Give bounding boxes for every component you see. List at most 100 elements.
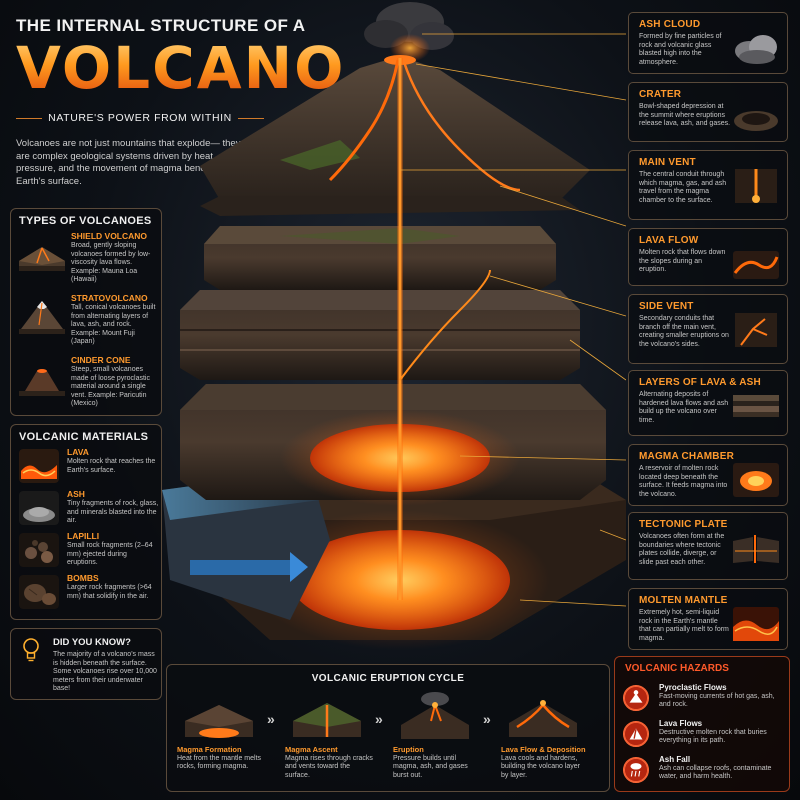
callout-tectonic-plate: TECTONIC PLATE Volcanoes often form at t… bbox=[628, 512, 788, 580]
material-name: ASH bbox=[67, 489, 85, 499]
layers-image bbox=[733, 395, 779, 417]
hazards-panel: VOLCANIC HAZARDS Pyroclastic Flows Fast-… bbox=[614, 656, 790, 792]
material-name: BOMBS bbox=[67, 573, 99, 583]
type-name: CINDER CONE bbox=[71, 355, 131, 365]
eruption-cycle-panel: VOLCANIC ERUPTION CYCLE Magma Formation … bbox=[166, 664, 610, 792]
stratovolcano-image bbox=[19, 301, 65, 334]
callout-name: LAYERS OF LAVA & ASH bbox=[639, 377, 761, 388]
callout-lava-flow: LAVA FLOW Molten rock that flows down th… bbox=[628, 228, 788, 286]
main-vent-image bbox=[735, 169, 777, 203]
ash-cloud-image bbox=[735, 35, 777, 64]
hazard-name: Ash Fall bbox=[659, 755, 691, 764]
bombs-image bbox=[19, 575, 59, 609]
callout-desc: Volcanoes often form at the boundaries w… bbox=[639, 533, 725, 566]
chevron-right-icon: » bbox=[375, 711, 383, 727]
material-desc: Tiny fragments of rock, glass, and miner… bbox=[67, 500, 159, 524]
stage-name: Eruption bbox=[393, 745, 424, 754]
volcano-cone bbox=[200, 55, 590, 216]
hazard-desc: Fast-moving currents of hot gas, ash, an… bbox=[659, 693, 775, 709]
magma-formation-image bbox=[185, 705, 253, 738]
callout-desc: Extremely hot, semi-liquid rock in the E… bbox=[639, 609, 729, 642]
subtitle: NATURE'S POWER FROM WITHIN bbox=[16, 112, 264, 124]
type-desc: Tall, conical volcanoes built from alter… bbox=[71, 304, 156, 345]
chevron-right-icon: » bbox=[483, 711, 491, 727]
callout-side-vent: SIDE VENT Secondary conduits that branch… bbox=[628, 294, 788, 364]
callout-desc: The central conduit through which magma,… bbox=[639, 171, 727, 204]
type-item-shield: SHIELD VOLCANO Broad, gently sloping vol… bbox=[17, 231, 159, 291]
hazard-name: Lava Flows bbox=[659, 719, 703, 728]
callout-name: MOLTEN MANTLE bbox=[639, 595, 728, 606]
hazards-heading: VOLCANIC HAZARDS bbox=[625, 663, 729, 674]
subtitle-text: NATURE'S POWER FROM WITHIN bbox=[48, 112, 232, 124]
lava-flow-icon bbox=[623, 721, 649, 747]
lapilli-image bbox=[19, 533, 59, 567]
type-item-strato: STRATOVOLCANO Tall, conical volcanoes bu… bbox=[17, 293, 159, 353]
materials-heading: VOLCANIC MATERIALS bbox=[19, 431, 149, 443]
callout-desc: Bowl-shaped depression at the summit whe… bbox=[639, 103, 731, 128]
callout-desc: Formed by fine particles of rock and vol… bbox=[639, 33, 722, 66]
cinder-cone-image bbox=[19, 369, 65, 396]
type-item-cinder: CINDER CONE Steep, small volcanoes made … bbox=[17, 355, 159, 415]
did-you-know-text: The majority of a volcano's mass is hidd… bbox=[53, 651, 157, 693]
tectonic-plate-image bbox=[733, 535, 779, 563]
hazard-desc: Destructive molten rock that buries ever… bbox=[659, 729, 767, 745]
callout-layers: LAYERS OF LAVA & ASH Alternating deposit… bbox=[628, 370, 788, 436]
ash-plume bbox=[364, 2, 454, 62]
material-item-ash: ASH Tiny fragments of rock, glass, and m… bbox=[17, 489, 159, 533]
lava-ash-layers bbox=[180, 290, 580, 380]
cycle-stage-magma-ascent: Magma Ascent Magma rises through cracks … bbox=[279, 687, 375, 791]
type-name: SHIELD VOLCANO bbox=[71, 231, 148, 241]
material-item-bombs: BOMBS Larger rock fragments (>64 mm) tha… bbox=[17, 573, 159, 617]
pyroclastic-flow-icon bbox=[623, 685, 649, 711]
side-vent-image bbox=[735, 313, 777, 347]
side-vent-conduit bbox=[399, 269, 491, 381]
magma-chamber-layer bbox=[180, 384, 606, 506]
volcano-cross-section bbox=[162, 2, 626, 650]
materials-panel: VOLCANIC MATERIALS LAVA Molten rock that… bbox=[10, 424, 162, 620]
material-item-lapilli: LAPILLI Small rock fragments (2–64 mm) e… bbox=[17, 531, 159, 575]
title-line1: THE INTERNAL STRUCTURE OF A bbox=[16, 16, 306, 35]
callout-name: TECTONIC PLATE bbox=[639, 519, 728, 530]
callout-crater: CRATER Bowl-shaped depression at the sum… bbox=[628, 82, 788, 142]
material-desc: Molten rock that reaches the Earth's sur… bbox=[67, 458, 156, 474]
type-desc: Broad, gently sloping volcanoes formed b… bbox=[71, 242, 151, 283]
type-name: STRATOVOLCANO bbox=[71, 293, 148, 303]
lava-flow-stream bbox=[328, 59, 400, 182]
types-panel: TYPES OF VOLCANOES SHIELD VOLCANO Broad,… bbox=[10, 208, 162, 416]
callout-magma-chamber: MAGMA CHAMBER A reservoir of molten rock… bbox=[628, 444, 788, 506]
cycle-stage-magma-formation: Magma Formation Heat from the mantle mel… bbox=[171, 687, 267, 791]
stage-name: Lava Flow & Deposition bbox=[501, 745, 586, 754]
upper-crust-layer bbox=[204, 226, 556, 290]
material-name: LAVA bbox=[67, 447, 89, 457]
chevron-right-icon: » bbox=[267, 711, 275, 727]
callout-desc: A reservoir of molten rock located deep … bbox=[639, 465, 728, 498]
crater-image bbox=[734, 111, 778, 131]
magma-ascent-image bbox=[293, 703, 361, 737]
lava-deposition-image bbox=[509, 700, 577, 737]
callout-name: MAIN VENT bbox=[639, 157, 696, 168]
stage-name: Magma Ascent bbox=[285, 745, 338, 754]
types-heading: TYPES OF VOLCANOES bbox=[19, 215, 152, 227]
subtitle-rule-right bbox=[237, 117, 264, 119]
stage-desc: Pressure builds until magma, ash, and ga… bbox=[393, 755, 468, 779]
cycle-stage-lava-flow-deposition: Lava Flow & Deposition Lava cools and ha… bbox=[495, 687, 591, 791]
hazard-item-pyroclastic: Pyroclastic Flows Fast-moving currents o… bbox=[623, 683, 787, 719]
callout-ash-cloud: ASH CLOUD Formed by fine particles of ro… bbox=[628, 12, 788, 74]
eruption-image bbox=[401, 692, 469, 739]
ash-image bbox=[19, 491, 59, 525]
type-desc: Steep, small volcanoes made of loose pyr… bbox=[71, 366, 150, 407]
callout-name: SIDE VENT bbox=[639, 301, 694, 312]
material-desc: Small rock fragments (2–64 mm) ejected d… bbox=[67, 542, 153, 566]
lava-flow-image bbox=[733, 251, 779, 279]
callout-name: CRATER bbox=[639, 89, 682, 100]
stage-name: Magma Formation bbox=[177, 745, 242, 754]
did-you-know-panel: DID YOU KNOW? The majority of a volcano'… bbox=[10, 628, 162, 700]
callout-desc: Molten rock that flows down the slopes d… bbox=[639, 249, 726, 274]
hazard-item-ash-fall: Ash Fall Ash can collapse roofs, contami… bbox=[623, 755, 787, 791]
callout-molten-mantle: MOLTEN MANTLE Extremely hot, semi-liquid… bbox=[628, 588, 788, 650]
title-main: VOLCANO bbox=[16, 34, 346, 102]
stage-desc: Lava cools and hardens, building the vol… bbox=[501, 755, 580, 779]
cycle-heading: VOLCANIC ERUPTION CYCLE bbox=[311, 673, 465, 684]
callout-main-vent: MAIN VENT The central conduit through wh… bbox=[628, 150, 788, 220]
stage-desc: Magma rises through cracks and vents tow… bbox=[285, 755, 373, 779]
